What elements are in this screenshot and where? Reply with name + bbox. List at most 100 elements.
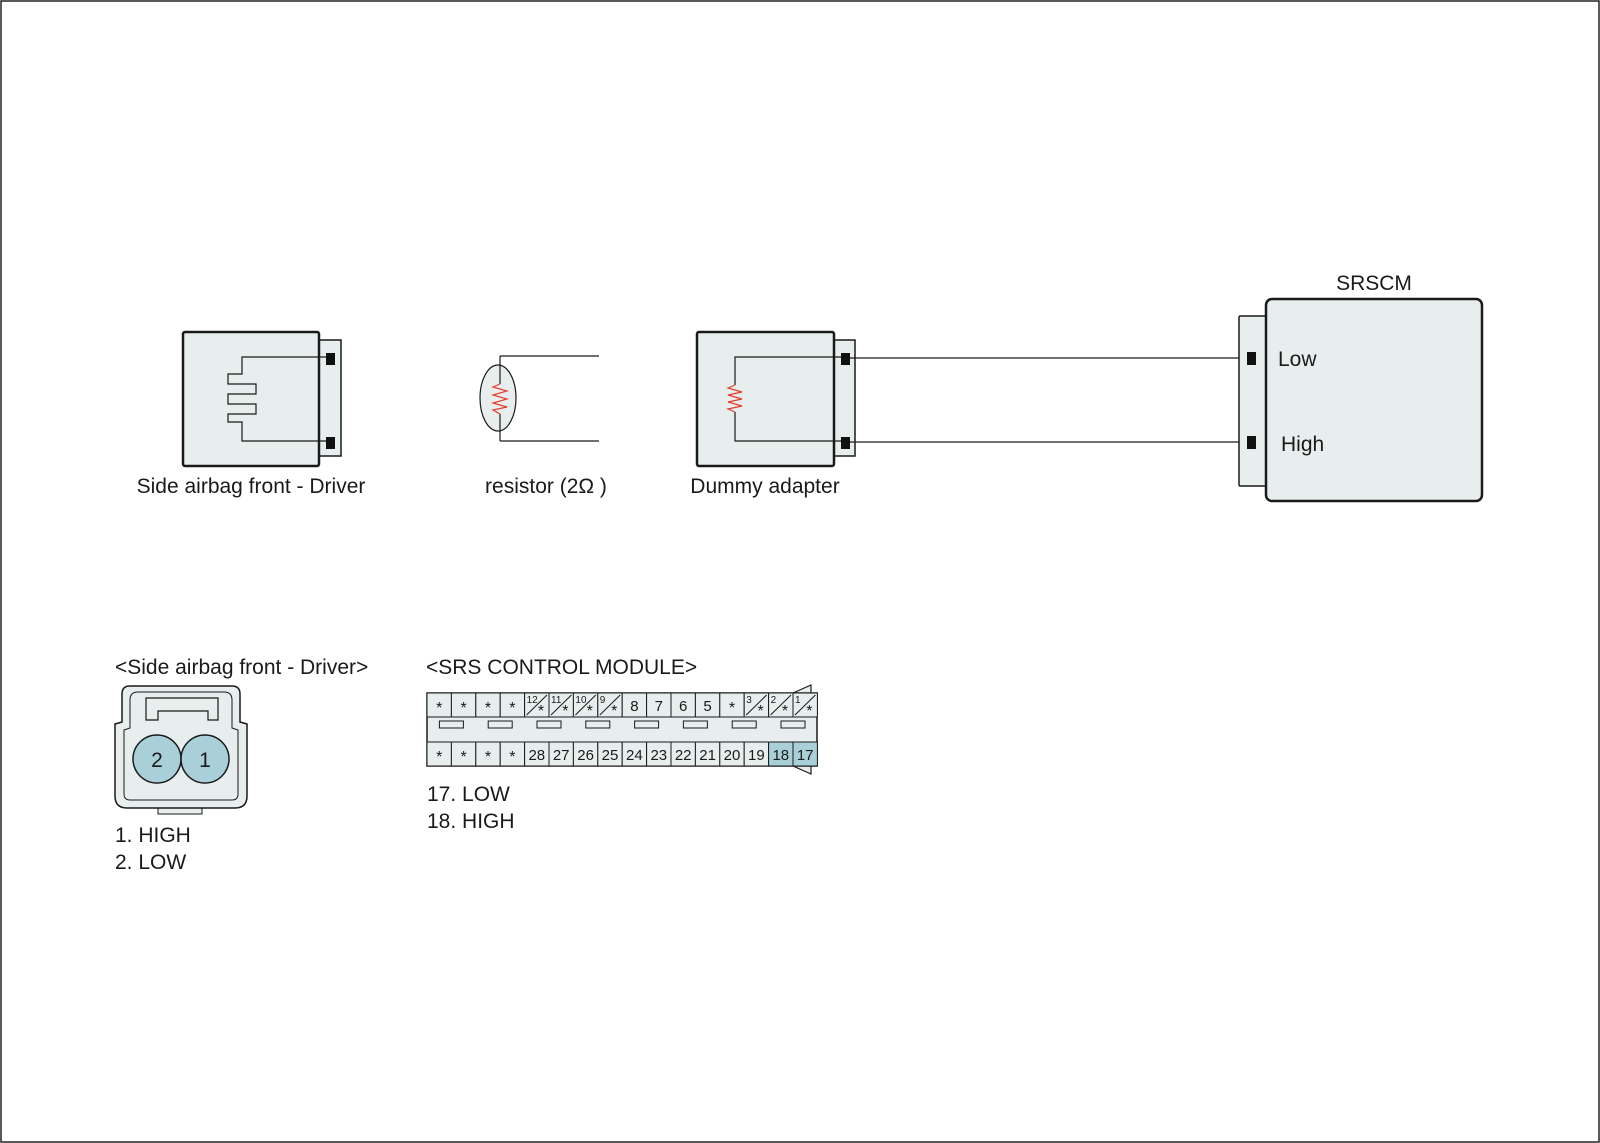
srs-pin-number: 26 <box>577 747 594 764</box>
srs-slot <box>780 720 806 729</box>
dummy-wire-bottom <box>734 412 841 442</box>
srs-pin-number: 25 <box>602 747 619 764</box>
srscm-high-label: High <box>1281 433 1324 456</box>
srs-pin-number: 10 <box>575 695 587 706</box>
side-airbag-terminal-bottom <box>326 437 335 449</box>
srs-slot <box>438 720 464 729</box>
srs-pin-number: 27 <box>553 747 570 764</box>
srscm-title: SRSCM <box>1336 272 1412 295</box>
srs-pin-empty: * <box>485 749 491 766</box>
srs-top-cell <box>426 692 452 718</box>
srscm-terminal-low <box>1247 352 1256 365</box>
srs-pin-empty: * <box>757 703 763 720</box>
srs-pin-empty: * <box>460 749 466 766</box>
srs-pin-empty: * <box>562 703 568 720</box>
dummy-adapter: Dummy adapter <box>690 330 856 498</box>
squib-coil-symbol <box>227 356 326 442</box>
srs-bottom-cell <box>426 741 452 767</box>
split-divider <box>550 694 572 716</box>
dummy-resistor-icon <box>726 384 743 413</box>
srs-middle-slots <box>438 720 806 729</box>
split-divider <box>770 694 792 716</box>
side-airbag-pin-1 <box>180 734 230 784</box>
srs-pin-empty: * <box>436 749 442 766</box>
srs-pin-number: 7 <box>655 698 663 715</box>
srs-slot <box>682 720 708 729</box>
srs-pin-number: 24 <box>626 747 643 764</box>
srs-bottom-cell <box>670 741 696 767</box>
srs-pin-number: 18 <box>772 747 789 764</box>
srs-pin-number: 23 <box>650 747 667 764</box>
srs-legend-2: 18. HIGH <box>427 810 515 833</box>
srs-pin-empty: * <box>436 700 442 717</box>
srs-bottom-cell <box>597 741 623 767</box>
srs-pin-number: 8 <box>630 698 638 715</box>
srs-pin-number: 17 <box>797 747 814 764</box>
connector-latch <box>145 697 219 721</box>
resistor-component: resistor (2Ω ) <box>479 355 607 498</box>
resistor-label: resistor (2Ω ) <box>485 475 607 498</box>
srs-top-cell <box>499 692 526 718</box>
srs-slot <box>487 720 513 729</box>
split-divider <box>599 694 621 716</box>
srs-pin-empty: * <box>485 700 491 717</box>
srs-legend-1: 17. LOW <box>427 783 510 806</box>
split-divider <box>526 694 548 716</box>
srs-pin-empty: * <box>460 700 466 717</box>
srs-pin-empty: * <box>587 703 593 720</box>
srscm-low-label: Low <box>1278 348 1317 371</box>
srs-pin-number: 12 <box>527 695 539 706</box>
side-airbag-connector-detail: <Side airbag front - Driver> 2 1 1. HIGH… <box>114 656 368 874</box>
side-airbag-module: Side airbag front - Driver <box>137 330 366 498</box>
resistor-zigzag-icon <box>490 383 510 415</box>
pin-2-label: 2 <box>151 749 163 772</box>
srs-slot <box>585 720 611 729</box>
split-divider <box>745 694 767 716</box>
srs-top-cell <box>670 692 696 718</box>
srscm-body <box>1264 297 1484 503</box>
dummy-terminal-top <box>841 353 850 365</box>
srs-pin-number: 5 <box>703 698 711 715</box>
srs-pin-empty: * <box>806 703 812 720</box>
srs-slot <box>731 720 757 729</box>
split-divider <box>794 694 816 716</box>
srs-slot <box>634 720 660 729</box>
srs-connector-title: <SRS CONTROL MODULE> <box>426 656 697 679</box>
srs-bottom-cell <box>694 741 721 767</box>
srs-top-cell <box>719 692 745 718</box>
dummy-adapter-body <box>695 330 836 468</box>
srs-pin-highlighted <box>792 741 818 767</box>
side-airbag-legend-1: 1. HIGH <box>115 824 191 847</box>
srs-pin-empty: * <box>729 700 735 717</box>
connector-inner-outline <box>123 691 239 801</box>
srscm-connector-tab <box>1238 315 1271 487</box>
srs-pin-empty: * <box>538 703 544 720</box>
srs-pin-number: 19 <box>748 747 765 764</box>
dummy-adapter-label: Dummy adapter <box>690 475 839 498</box>
srs-bottom-cell <box>572 741 599 767</box>
side-airbag-connector-title: <Side airbag front - Driver> <box>115 656 368 679</box>
srs-pin-empty: * <box>782 703 788 720</box>
dummy-wire-top <box>734 356 841 385</box>
side-airbag-label: Side airbag front - Driver <box>137 475 366 498</box>
srs-pin-empty: * <box>509 700 515 717</box>
srs-top-cell <box>475 692 501 718</box>
dummy-terminal-bottom <box>841 437 850 449</box>
srscm-module: SRSCM Low High <box>1238 272 1484 503</box>
resistor-housing <box>479 364 517 432</box>
srs-pin-number: 28 <box>528 747 545 764</box>
srs-pin-number: 22 <box>675 747 692 764</box>
side-airbag-body <box>181 330 321 468</box>
srs-slot <box>536 720 562 729</box>
srs-pin-number: 1 <box>795 695 801 706</box>
srs-pin-number: 2 <box>771 695 777 706</box>
side-airbag-terminal-top <box>326 353 335 365</box>
pin-1-label: 1 <box>199 749 211 772</box>
srs-top-cell <box>450 692 477 718</box>
srs-top-cell <box>694 692 721 718</box>
